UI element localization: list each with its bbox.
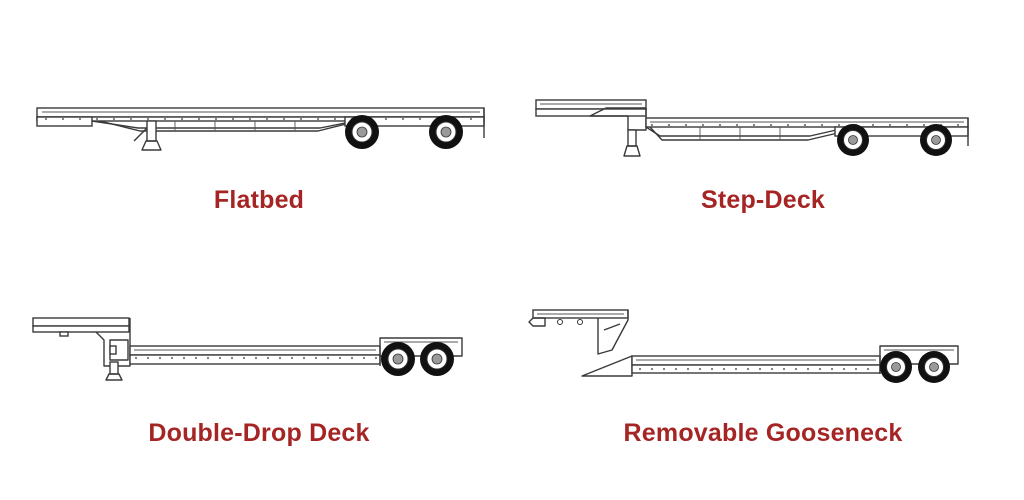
- deck-rivet: [922, 123, 926, 127]
- deck-rivet: [302, 356, 306, 360]
- deck-rivet: [769, 123, 773, 127]
- deck-rivet: [770, 367, 774, 371]
- deck-rivet: [650, 367, 654, 371]
- deck-rivet: [418, 117, 422, 121]
- deck-rivet: [197, 117, 201, 121]
- deck-rivet: [282, 117, 286, 121]
- deck-rivet: [384, 117, 388, 121]
- flatbed-wheel: [345, 115, 379, 149]
- deck-rivet: [266, 356, 270, 360]
- deck-rivet: [163, 117, 167, 121]
- deck-rivet: [888, 123, 892, 127]
- deck-rivet: [206, 356, 210, 360]
- deck-rivet: [350, 356, 354, 360]
- deck-rivet: [746, 367, 750, 371]
- deck-rivet: [698, 367, 702, 371]
- deck-rivet: [469, 117, 473, 121]
- step-deck-wheel: [837, 124, 869, 156]
- deck-rivet: [231, 117, 235, 121]
- double-drop-wheel: [381, 342, 415, 376]
- deck-rivet: [786, 123, 790, 127]
- deck-rivet: [95, 117, 99, 121]
- deck-rivet: [180, 117, 184, 121]
- deck-rivet: [794, 367, 798, 371]
- deck-rivet: [265, 117, 269, 121]
- deck-rivet: [338, 356, 342, 360]
- deck-rivet: [820, 123, 824, 127]
- deck-rivet: [362, 356, 366, 360]
- deck-rivet: [61, 117, 65, 121]
- deck-rivet: [871, 123, 875, 127]
- deck-rivet: [684, 123, 688, 127]
- deck-rivet: [278, 356, 282, 360]
- deck-rivet: [650, 123, 654, 127]
- deck-rivet: [290, 356, 294, 360]
- deck-rivet: [230, 356, 234, 360]
- deck-rivet: [170, 356, 174, 360]
- deck-rivet: [830, 367, 834, 371]
- deck-rivet: [326, 356, 330, 360]
- deck-rivet: [905, 123, 909, 127]
- deck-rivet: [194, 356, 198, 360]
- deck-rivet: [734, 367, 738, 371]
- deck-rivet: [722, 367, 726, 371]
- deck-rivet: [718, 123, 722, 127]
- deck-rivet: [710, 367, 714, 371]
- trailer-caption: Step-Deck: [700, 186, 826, 214]
- deck-rivet: [316, 117, 320, 121]
- deck-rivet: [129, 117, 133, 121]
- deck-rivet: [242, 356, 246, 360]
- deck-rivet: [146, 117, 150, 121]
- deck-rivet: [674, 367, 678, 371]
- deck-rivet: [701, 123, 705, 127]
- deck-rivet: [214, 117, 218, 121]
- deck-rivet: [866, 367, 870, 371]
- deck-rivet: [782, 367, 786, 371]
- trailer-caption: Flatbed: [213, 186, 305, 214]
- deck-rivet: [818, 367, 822, 371]
- deck-rivet: [842, 367, 846, 371]
- deck-rivet: [78, 117, 82, 121]
- deck-rivet: [956, 123, 960, 127]
- deck-rivet: [854, 367, 858, 371]
- deck-rivet: [112, 117, 116, 121]
- deck-rivet: [667, 123, 671, 127]
- deck-rivet: [44, 117, 48, 121]
- deck-rivet: [333, 117, 337, 121]
- step-deck-wheel: [920, 124, 952, 156]
- deck-rivet: [752, 123, 756, 127]
- deck-rivet: [662, 367, 666, 371]
- deck-rivet: [254, 356, 258, 360]
- flatbed-wheel: [429, 115, 463, 149]
- deck-rivet: [314, 356, 318, 360]
- trailer-caption: Double-Drop Deck: [148, 419, 370, 447]
- deck-rivet: [806, 367, 810, 371]
- deck-rivet: [401, 117, 405, 121]
- trailer-caption: Removable Gooseneck: [623, 419, 903, 447]
- deck-rivet: [182, 356, 186, 360]
- deck-rivet: [299, 117, 303, 121]
- deck-rivet: [837, 123, 841, 127]
- deck-rivet: [374, 356, 378, 360]
- double-drop-wheel: [420, 342, 454, 376]
- deck-rivet: [158, 356, 162, 360]
- removable-gooseneck-wheel: [880, 351, 912, 383]
- removable-gooseneck-wheel: [918, 351, 950, 383]
- deck-rivet: [146, 356, 150, 360]
- deck-rivet: [248, 117, 252, 121]
- deck-rivet: [134, 356, 138, 360]
- deck-rivet: [758, 367, 762, 371]
- deck-rivet: [638, 367, 642, 371]
- deck-rivet: [686, 367, 690, 371]
- deck-rivet: [735, 123, 739, 127]
- deck-rivet: [218, 356, 222, 360]
- deck-rivet: [803, 123, 807, 127]
